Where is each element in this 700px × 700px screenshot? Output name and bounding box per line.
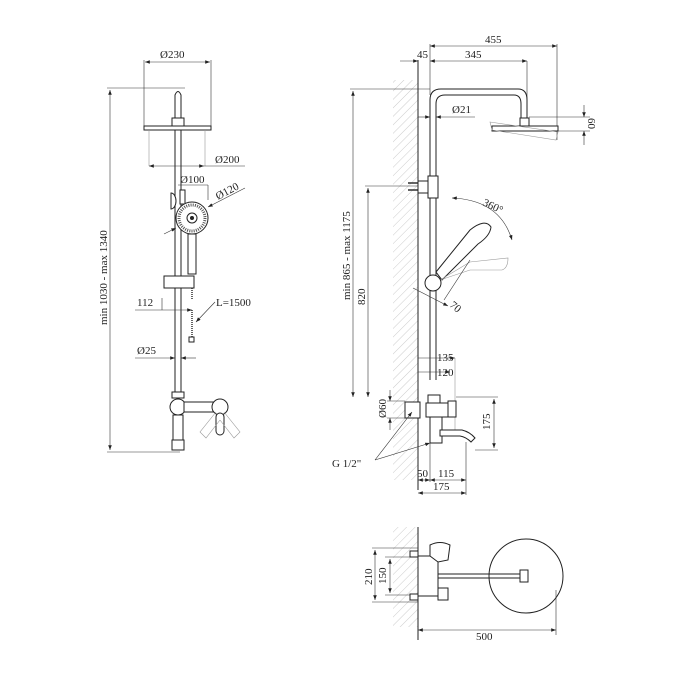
side-depth-135: 135 [437,352,454,364]
front-dia-200: Ø200 [215,154,240,166]
front-view: min 1030 - max 1340 Ø230 Ø200 Ø100 Ø120 [98,49,251,453]
side-depth-120: 120 [437,367,454,379]
wall-hatch-top [393,527,418,627]
side-view: 455 45 345 Ø21 60 min 865 - max 1175 820 [332,34,597,495]
top-spacing-150: 150 [377,567,389,584]
side-thread: G 1/2" [332,458,361,470]
side-spout-115: 115 [438,468,455,480]
side-head-height-60: 60 [585,118,597,130]
side-spout-offset-50: 50 [417,468,429,480]
side-arm-345: 345 [465,49,482,61]
side-reach-455: 455 [485,34,502,46]
front-dia-100: Ø100 [180,174,205,186]
top-arm-500: 500 [476,631,493,643]
side-bracket-820: 820 [356,288,368,305]
front-pipe-dia: Ø25 [137,345,156,357]
front-holder-112: 112 [137,297,153,309]
front-dia-120: Ø120 [214,180,242,202]
front-hose-length: L=1500 [216,297,251,309]
side-rotation: 360° [481,197,505,217]
side-wall-offset-45: 45 [417,49,429,61]
front-dia-230: Ø230 [160,49,185,61]
side-height-range: min 865 - max 1175 [341,211,353,300]
top-depth-210: 210 [363,568,375,585]
top-view: 210 150 500 [363,527,564,643]
side-flange-dia: Ø60 [377,399,389,418]
side-spout-175: 175 [433,481,450,493]
side-hand-width-70: 70 [447,299,464,316]
front-total-height: min 1030 - max 1340 [98,230,110,325]
side-mixer-175: 175 [481,413,493,430]
side-arm-dia: Ø21 [452,104,471,116]
